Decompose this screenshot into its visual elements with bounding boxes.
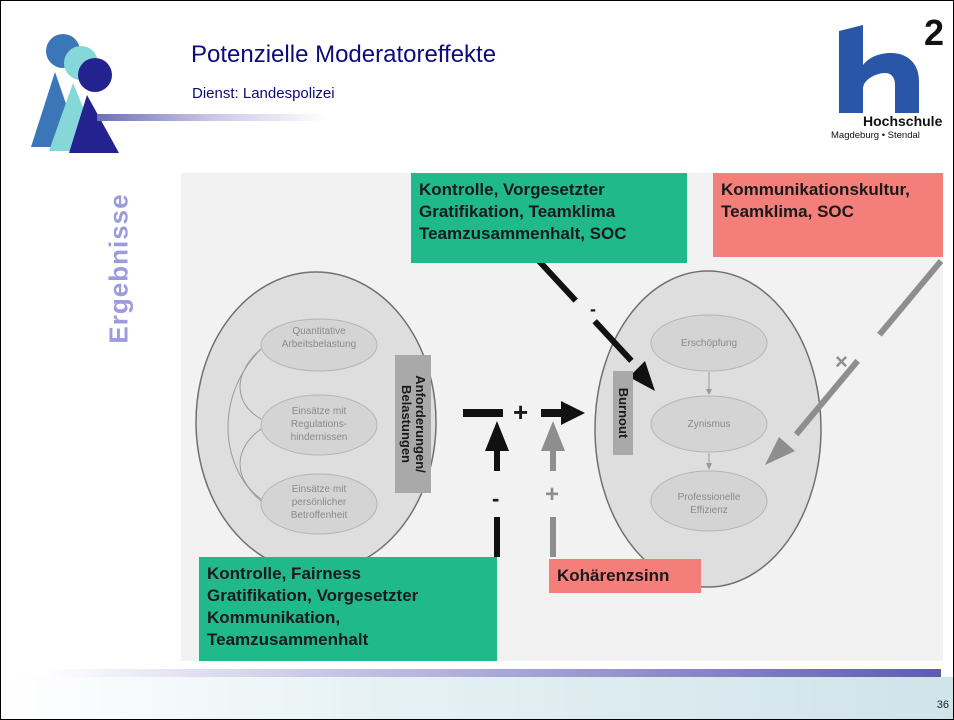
slide-subtitle: Dienst: Landespolizei	[192, 85, 335, 102]
left-item-1: Quantitative Arbeitsbelastung	[281, 326, 357, 350]
page-number: 36	[936, 699, 949, 711]
left-item-3: Einsätze mit persönlicher Betroffenheit	[290, 484, 348, 521]
top-right-sign: ×	[835, 349, 848, 374]
side-label-text: Ergebnisse	[103, 193, 134, 344]
top-black-arrow	[536, 258, 642, 372]
demands-label: Anforderungen/ Belastungen	[395, 355, 431, 493]
main-arrow-sign: +	[513, 397, 529, 427]
diagram-graphics	[195, 258, 943, 588]
side-label: Ergebnisse	[89, 179, 149, 379]
slide-title: Potenzielle Moderatoreffekte	[191, 41, 497, 68]
people-figures-logo	[31, 34, 119, 153]
moderator-box-top-red: Kommunikationskultur, Teamklima, SOC	[713, 173, 943, 257]
left-item-2: Einsätze mit Regulations- hindernissen	[290, 406, 348, 443]
bottom-right-sign: +	[545, 481, 560, 508]
moderator-box-bottom-red: Kohärenzsinn	[549, 559, 701, 593]
header-rule	[97, 114, 327, 121]
top-left-sign: -	[590, 299, 596, 319]
right-item-3: Professionelle Effizienz	[677, 492, 741, 516]
logo-name: Hochschule	[863, 113, 943, 129]
right-item-1: Erschöpfung	[680, 338, 738, 349]
moderator-box-bottom-green: Kontrolle, Fairness Gratifikation, Vorge…	[199, 557, 497, 661]
logo-superscript: 2	[924, 12, 944, 53]
hochschule-logo: 2	[839, 12, 944, 113]
footer-rule	[41, 669, 941, 677]
logo-location: Magdeburg • Stendal	[831, 130, 920, 141]
burnout-label: Burnout	[613, 371, 633, 455]
top-grey-arrow	[786, 259, 943, 445]
right-item-2: Zynismus	[687, 419, 731, 430]
bottom-left-sign: -	[492, 486, 500, 511]
moderator-box-top-green: Kontrolle, Vorgesetzter Gratifikation, T…	[411, 173, 687, 263]
footer-band	[1, 677, 953, 719]
